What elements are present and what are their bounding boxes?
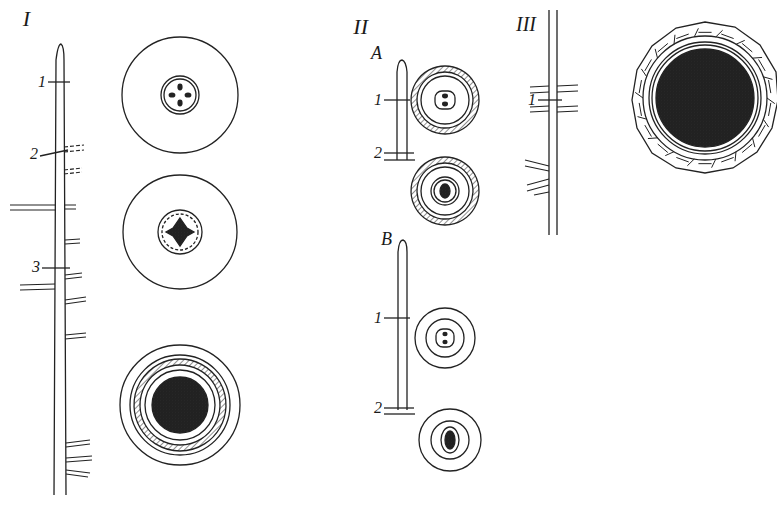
cell-wall	[655, 49, 657, 58]
cell-wall	[752, 138, 754, 147]
variant-letter: B	[381, 230, 392, 248]
cell-wall	[712, 159, 716, 168]
cell-wall	[638, 117, 647, 120]
cell-wall	[721, 157, 733, 162]
cell-wall	[676, 157, 688, 162]
variant-letter: A	[371, 44, 382, 62]
cell-wall	[716, 30, 723, 37]
cell-wall	[645, 125, 652, 136]
level-number: 2	[30, 146, 38, 162]
cell-wall	[687, 159, 694, 166]
cell-wall	[769, 80, 771, 93]
figure-numeral: II	[353, 16, 368, 38]
cell-wall	[665, 152, 674, 156]
cell-wall	[742, 144, 752, 152]
cell-wall	[752, 57, 762, 59]
cell-wall	[648, 137, 658, 139]
level-number: 1	[528, 92, 536, 108]
cell-wall	[763, 119, 768, 127]
cell-wall	[767, 98, 775, 104]
cell-wall	[759, 125, 766, 136]
level-number: 3	[32, 259, 40, 275]
cell-wall	[759, 59, 766, 70]
cell-wall	[698, 32, 711, 33]
level-number: 1	[374, 92, 382, 108]
cell-wall	[639, 103, 641, 116]
cell-wall	[676, 34, 688, 39]
cell-wall	[721, 34, 733, 39]
level-number: 2	[374, 145, 382, 161]
cell-wall	[645, 59, 652, 70]
level-number: 1	[38, 74, 46, 90]
cell-wall	[769, 103, 771, 116]
cell-wall	[735, 152, 737, 162]
level-number: 2	[374, 400, 382, 416]
cell-wall	[736, 40, 745, 44]
cell-wall	[635, 92, 643, 98]
cell-wall	[763, 77, 772, 80]
cell-wall	[641, 69, 646, 77]
cell-wall	[694, 28, 698, 37]
level-number: 1	[374, 310, 382, 326]
cell-wall	[742, 43, 752, 51]
cell-wall	[658, 43, 668, 51]
cell-wall	[658, 144, 668, 152]
figure-numeral: I	[23, 8, 30, 30]
cell-wall	[639, 80, 641, 93]
cell-wall	[698, 163, 711, 164]
figure-numeral: III	[516, 14, 536, 34]
cell-wall	[674, 35, 676, 45]
